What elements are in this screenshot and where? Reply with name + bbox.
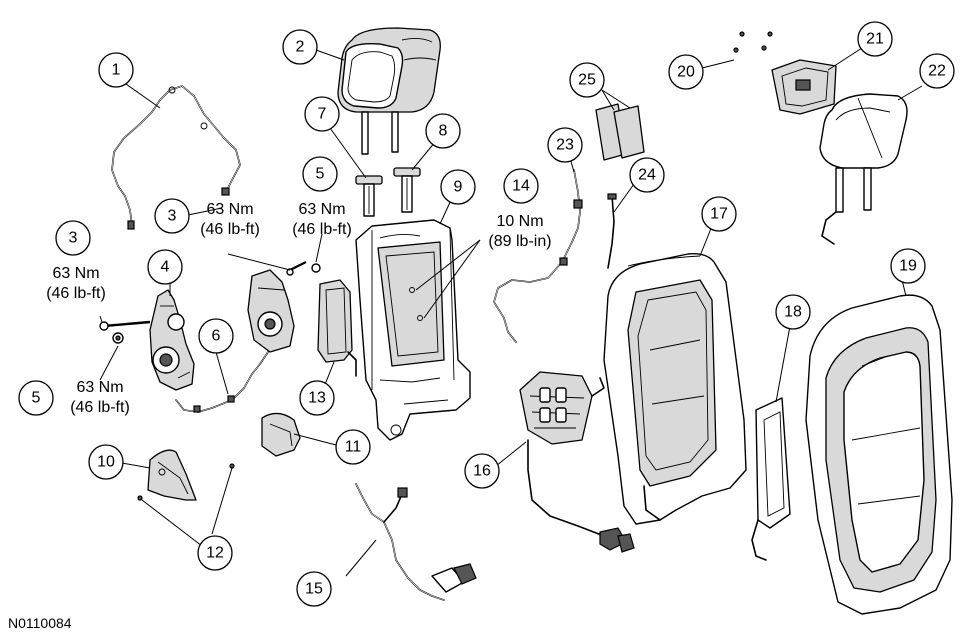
- callout-24: 24: [629, 157, 665, 193]
- part-22-headrest: [819, 93, 908, 245]
- part-18-heating-mat: [751, 397, 791, 561]
- svg-text:5: 5: [316, 166, 325, 183]
- svg-text:24: 24: [638, 167, 656, 184]
- svg-text:(46 lb-ft): (46 lb-ft): [70, 399, 130, 416]
- part-6-recliner-cable: [175, 351, 269, 413]
- callout-1: 1: [98, 52, 134, 88]
- svg-text:20: 20: [677, 64, 695, 81]
- part-25-pads: [595, 103, 645, 161]
- svg-text:(89 lb-in): (89 lb-in): [488, 233, 551, 250]
- part-10-trim-cover: [137, 449, 197, 501]
- callout-13: 13: [299, 380, 335, 416]
- part-11-trim-cover: [229, 412, 301, 469]
- part-23-wire-harness: [493, 169, 583, 343]
- bolt-left-upper: [99, 320, 151, 331]
- part-15-wire-harness: [355, 483, 477, 601]
- svg-text:14: 14: [512, 178, 530, 195]
- figure-id: N0110084: [8, 615, 72, 631]
- svg-text:3: 3: [69, 230, 78, 247]
- svg-text:63 Nm: 63 Nm: [206, 201, 253, 218]
- callout-7: 7: [304, 96, 340, 132]
- callout-5-lower: 5: [18, 380, 54, 416]
- svg-text:(46 lb-ft): (46 lb-ft): [200, 221, 260, 238]
- callout-3-upper: 3: [154, 198, 190, 234]
- part-20-screws: [733, 31, 773, 53]
- svg-text:25: 25: [578, 72, 596, 89]
- svg-text:3: 3: [168, 208, 177, 225]
- svg-text:23: 23: [556, 137, 574, 154]
- part-2-headrest: [337, 27, 441, 155]
- svg-text:22: 22: [928, 63, 946, 80]
- torque-spec-3-left: 63 Nm (46 lb-ft): [46, 265, 106, 302]
- svg-text:4: 4: [161, 259, 170, 276]
- part-19-seatback-cover: [805, 294, 953, 615]
- svg-text:6: 6: [212, 328, 221, 345]
- callout-12: 12: [197, 535, 233, 571]
- callout-19: 19: [890, 248, 926, 284]
- part-16-lumbar-support: [519, 371, 635, 553]
- part-4-recliner-mechanism: [149, 289, 195, 391]
- svg-text:7: 7: [318, 106, 327, 123]
- svg-text:12: 12: [206, 545, 224, 562]
- svg-text:5: 5: [32, 390, 41, 407]
- torque-spec-14: 10 Nm (89 lb-in): [488, 213, 551, 250]
- svg-text:2: 2: [296, 39, 305, 56]
- part-17-seatback-foam-pad: [603, 252, 747, 525]
- part-8-headrest-guide: [393, 167, 421, 213]
- callout-2: 2: [282, 29, 318, 65]
- torque-spec-5-upper: 63 Nm (46 lb-ft): [292, 201, 352, 238]
- callout-8: 8: [425, 113, 461, 149]
- callout-6: 6: [198, 318, 234, 354]
- callout-21: 21: [857, 21, 893, 57]
- torque-spec-5-lower: 63 Nm (46 lb-ft): [70, 379, 130, 416]
- svg-text:(46 lb-ft): (46 lb-ft): [46, 285, 106, 302]
- callout-18: 18: [775, 294, 811, 330]
- callout-20: 20: [668, 54, 704, 90]
- part-4b-recliner-mechanism: [247, 261, 321, 353]
- part-1-wire-harness: [111, 85, 241, 230]
- callout-9: 9: [440, 169, 476, 205]
- callout-16: 16: [464, 453, 500, 489]
- callout-25: 25: [569, 62, 605, 98]
- part-13-side-airbag-module: [317, 279, 357, 377]
- svg-text:16: 16: [473, 463, 491, 480]
- svg-text:63 Nm: 63 Nm: [298, 201, 345, 218]
- svg-text:19: 19: [899, 258, 917, 275]
- svg-text:15: 15: [305, 581, 323, 598]
- callout-11: 11: [335, 429, 371, 465]
- callout-17: 17: [701, 196, 737, 232]
- torque-spec-3-upper: 63 Nm (46 lb-ft): [200, 201, 260, 238]
- callout-15: 15: [296, 571, 332, 607]
- bolt-left-lower: [112, 332, 124, 344]
- svg-text:63 Nm: 63 Nm: [76, 379, 123, 396]
- svg-text:1: 1: [112, 62, 121, 79]
- svg-text:11: 11: [345, 439, 362, 456]
- svg-text:13: 13: [308, 390, 326, 407]
- leader-lines: [99, 47, 923, 577]
- callout-4: 4: [147, 249, 183, 285]
- callout-3-left: 3: [55, 220, 91, 256]
- svg-text:63 Nm: 63 Nm: [52, 265, 99, 282]
- callout-10: 10: [88, 444, 124, 480]
- callout-23: 23: [547, 127, 583, 163]
- svg-text:9: 9: [454, 179, 463, 196]
- svg-text:(46 lb-ft): (46 lb-ft): [292, 221, 352, 238]
- svg-text:10 Nm: 10 Nm: [496, 213, 543, 230]
- svg-text:21: 21: [866, 31, 884, 48]
- callout-22: 22: [919, 53, 955, 89]
- part-7-headrest-guide: [355, 175, 383, 217]
- part-21-bracket: [771, 59, 837, 115]
- svg-text:18: 18: [784, 304, 802, 321]
- svg-text:8: 8: [439, 123, 448, 140]
- svg-text:10: 10: [97, 454, 115, 471]
- callout-14: 14: [503, 168, 539, 204]
- svg-text:17: 17: [710, 206, 728, 223]
- part-24-rod: [607, 193, 617, 269]
- callout-5-upper: 5: [302, 156, 338, 192]
- part-9-seatback-frame: [355, 219, 471, 441]
